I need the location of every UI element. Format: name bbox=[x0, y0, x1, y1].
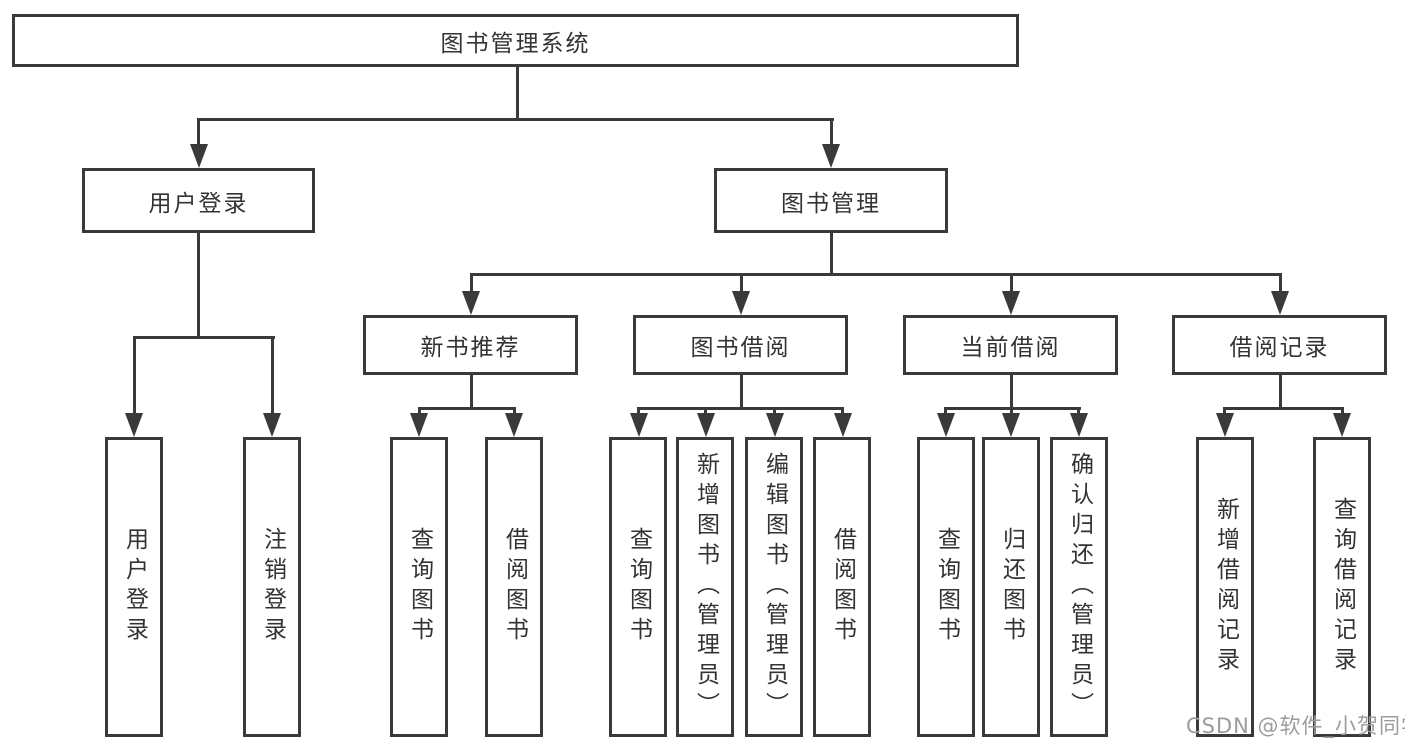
connector-line bbox=[830, 118, 833, 148]
arrowhead-down-icon bbox=[462, 291, 480, 315]
leaf-borrow-books: 借阅图书 bbox=[813, 437, 871, 737]
connector-line bbox=[1010, 407, 1013, 417]
node-book-borrow-label: 图书借阅 bbox=[690, 335, 791, 361]
leaf-query-books-current-label: 查询图书 bbox=[933, 527, 960, 647]
connector-line bbox=[133, 336, 136, 416]
connector-line bbox=[197, 118, 834, 121]
connector-line bbox=[1224, 407, 1344, 410]
leaf-borrow-books-recommend: 借阅图书 bbox=[485, 437, 543, 737]
arrowhead-down-icon bbox=[505, 413, 523, 437]
connector-line bbox=[470, 273, 473, 295]
connector-line bbox=[740, 273, 743, 295]
leaf-user-login: 用户登录 bbox=[105, 437, 163, 737]
arrowhead-down-icon bbox=[410, 413, 428, 437]
leaf-user-login-label: 用户登录 bbox=[121, 527, 148, 647]
leaf-query-books-borrow-label: 查询图书 bbox=[625, 527, 652, 647]
leaf-add-books-admin-label: 新增图书（管理员） bbox=[692, 452, 719, 722]
connector-line bbox=[1279, 375, 1282, 409]
leaf-return-books: 归还图书 bbox=[982, 437, 1040, 737]
node-current-borrow-label: 当前借阅 bbox=[960, 335, 1061, 361]
leaf-query-books-current: 查询图书 bbox=[917, 437, 975, 737]
node-book-management: 图书管理 bbox=[714, 168, 948, 233]
connector-line bbox=[638, 407, 844, 410]
connector-line bbox=[1010, 375, 1013, 409]
leaf-return-books-label: 归还图书 bbox=[998, 527, 1025, 647]
connector-line bbox=[841, 407, 844, 417]
leaf-edit-books-admin-label: 编辑图书（管理员） bbox=[761, 452, 788, 722]
node-current-borrow: 当前借阅 bbox=[903, 315, 1118, 375]
connector-line bbox=[197, 233, 200, 336]
arrowhead-down-icon bbox=[1002, 291, 1020, 315]
arrowhead-down-icon bbox=[630, 413, 648, 437]
arrowhead-down-icon bbox=[263, 413, 281, 437]
connector-line bbox=[704, 407, 707, 417]
leaf-add-borrow-record-label: 新增借阅记录 bbox=[1212, 497, 1239, 677]
connector-line bbox=[1279, 273, 1282, 295]
connector-line bbox=[419, 407, 516, 410]
connector-line bbox=[513, 407, 516, 417]
arrowhead-down-icon bbox=[732, 291, 750, 315]
leaf-confirm-return-admin-label: 确认归还（管理员） bbox=[1066, 452, 1093, 722]
leaf-query-borrow-record: 查询借阅记录 bbox=[1313, 437, 1371, 737]
node-root: 图书管理系统 bbox=[12, 14, 1019, 67]
arrowhead-down-icon bbox=[937, 413, 955, 437]
leaf-query-borrow-record-label: 查询借阅记录 bbox=[1329, 497, 1356, 677]
arrowhead-down-icon bbox=[190, 144, 208, 168]
leaf-query-books-recommend-label: 查询图书 bbox=[406, 527, 433, 647]
leaf-confirm-return-admin: 确认归还（管理员） bbox=[1050, 437, 1108, 737]
arrowhead-down-icon bbox=[1271, 291, 1289, 315]
node-borrow-records: 借阅记录 bbox=[1172, 315, 1387, 375]
connector-line bbox=[134, 336, 275, 339]
connector-line bbox=[830, 233, 833, 273]
arrowhead-down-icon bbox=[125, 413, 143, 437]
connector-line bbox=[944, 407, 947, 417]
leaf-logout: 注销登录 bbox=[243, 437, 301, 737]
node-book-management-label: 图书管理 bbox=[781, 190, 881, 217]
leaf-query-books-recommend: 查询图书 bbox=[390, 437, 448, 737]
connector-line bbox=[945, 407, 1081, 410]
leaf-add-books-admin: 新增图书（管理员） bbox=[676, 437, 734, 737]
node-new-book-recommend-label: 新书推荐 bbox=[420, 335, 521, 361]
connector-line bbox=[1010, 273, 1013, 295]
leaf-borrow-books-recommend-label: 借阅图书 bbox=[501, 527, 528, 647]
leaf-logout-label: 注销登录 bbox=[259, 527, 286, 647]
node-borrow-records-label: 借阅记录 bbox=[1229, 335, 1330, 361]
arrowhead-down-icon bbox=[1070, 413, 1088, 437]
connector-line bbox=[471, 273, 1282, 276]
arrowhead-down-icon bbox=[1002, 413, 1020, 437]
connector-line bbox=[1341, 407, 1344, 417]
connector-line bbox=[1077, 407, 1080, 417]
leaf-query-books-borrow: 查询图书 bbox=[609, 437, 667, 737]
arrowhead-down-icon bbox=[1333, 413, 1351, 437]
node-book-borrow: 图书借阅 bbox=[633, 315, 848, 375]
node-user-login-label: 用户登录 bbox=[148, 190, 249, 217]
arrowhead-down-icon bbox=[1216, 413, 1234, 437]
arrowhead-down-icon bbox=[822, 144, 840, 168]
leaf-add-borrow-record: 新增借阅记录 bbox=[1196, 437, 1254, 737]
connector-line bbox=[470, 375, 473, 409]
connector-line bbox=[773, 407, 776, 417]
connector-line bbox=[271, 336, 274, 416]
arrowhead-down-icon bbox=[697, 413, 715, 437]
connector-line bbox=[418, 407, 421, 417]
connector-line bbox=[516, 67, 519, 121]
node-new-book-recommend: 新书推荐 bbox=[363, 315, 578, 375]
arrowhead-down-icon bbox=[834, 413, 852, 437]
connector-line bbox=[1223, 407, 1226, 417]
csdn-watermark: CSDN @软件_小贺同学 bbox=[1186, 714, 1405, 738]
leaf-edit-books-admin: 编辑图书（管理员） bbox=[745, 437, 803, 737]
node-user-login: 用户登录 bbox=[82, 168, 315, 233]
connector-line bbox=[197, 118, 200, 148]
connector-line bbox=[740, 375, 743, 409]
node-root-label: 图书管理系统 bbox=[440, 30, 591, 57]
arrowhead-down-icon bbox=[766, 413, 784, 437]
connector-line bbox=[637, 407, 640, 417]
leaf-borrow-books-label: 借阅图书 bbox=[829, 527, 856, 647]
